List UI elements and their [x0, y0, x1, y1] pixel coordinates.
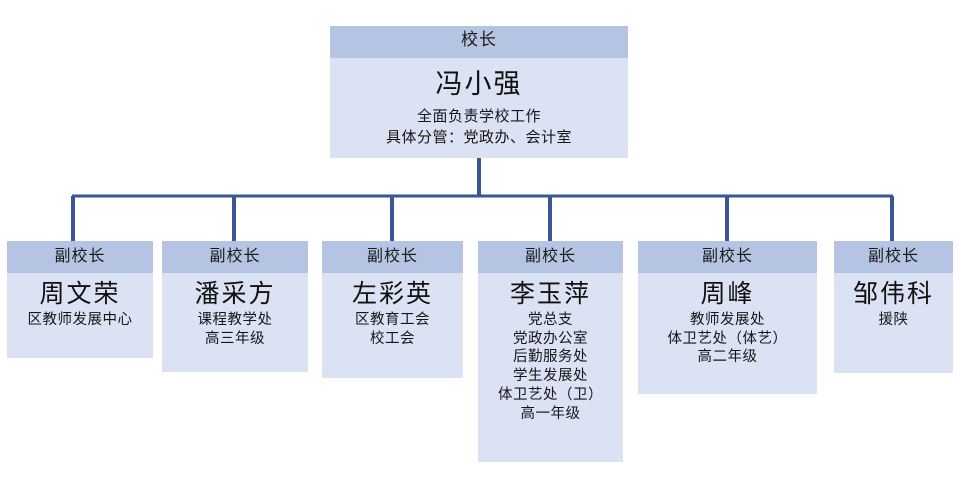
org-node-vice-principal-5[interactable]: 副校长 周峰 教师发展处 体卫艺处（体艺） 高二年级 — [638, 241, 817, 394]
node-body-vice-principal-2: 潘采方 课程教学处 高三年级 — [162, 273, 308, 372]
node-body-vice-principal-6: 邹伟科 援陕 — [834, 273, 953, 373]
org-node-vice-principal-2[interactable]: 副校长 潘采方 课程教学处 高三年级 — [162, 241, 308, 372]
node-duties-vice-principal-6: 援陕 — [878, 311, 909, 328]
node-name-vice-principal-2: 潘采方 — [194, 278, 276, 308]
node-role-vice-principal-6: 副校长 — [834, 241, 953, 273]
node-duties-vice-principal-2: 课程教学处 高三年级 — [197, 311, 273, 347]
node-duties-vice-principal-4: 党总支 党政办公室 后勤服务处 学生发展处 体卫艺处（卫） 高一年级 — [498, 311, 603, 423]
node-name-vice-principal-6: 邹伟科 — [852, 278, 934, 308]
org-node-vice-principal-3[interactable]: 副校长 左彩英 区教育工会 校工会 — [322, 241, 463, 378]
node-duties-vice-principal-5: 教师发展处 体卫艺处（体艺） 高二年级 — [667, 311, 788, 366]
org-node-vice-principal-1[interactable]: 副校长 周文荣 区教师发展中心 — [7, 241, 153, 358]
node-body-vice-principal-3: 左彩英 区教育工会 校工会 — [322, 273, 463, 378]
node-role-vice-principal-1: 副校长 — [7, 241, 153, 273]
node-duties-vice-principal-1: 区教师发展中心 — [27, 311, 133, 328]
node-role-vice-principal-2: 副校长 — [162, 241, 308, 273]
node-name-vice-principal-5: 周峰 — [700, 278, 755, 308]
node-name-principal: 冯小强 — [435, 68, 523, 100]
node-name-vice-principal-3: 左彩英 — [351, 278, 433, 308]
node-role-vice-principal-5: 副校长 — [638, 241, 817, 273]
node-name-vice-principal-4: 李玉萍 — [509, 278, 591, 308]
org-node-vice-principal-6[interactable]: 副校长 邹伟科 援陕 — [834, 241, 953, 373]
node-duties-principal: 全面负责学校工作 具体分管：党政办、会计室 — [385, 107, 572, 147]
org-node-principal[interactable]: 校长 冯小强 全面负责学校工作 具体分管：党政办、会计室 — [330, 26, 628, 158]
node-body-vice-principal-5: 周峰 教师发展处 体卫艺处（体艺） 高二年级 — [638, 273, 817, 394]
node-role-vice-principal-4: 副校长 — [478, 241, 623, 273]
node-duties-vice-principal-3: 区教育工会 校工会 — [355, 311, 430, 347]
node-name-vice-principal-1: 周文荣 — [39, 278, 121, 308]
node-body-principal: 冯小强 全面负责学校工作 具体分管：党政办、会计室 — [330, 58, 628, 158]
node-role-principal: 校长 — [330, 26, 628, 58]
node-body-vice-principal-4: 李玉萍 党总支 党政办公室 后勤服务处 学生发展处 体卫艺处（卫） 高一年级 — [478, 273, 623, 462]
node-role-vice-principal-3: 副校长 — [322, 241, 463, 273]
node-body-vice-principal-1: 周文荣 区教师发展中心 — [7, 273, 153, 358]
org-node-vice-principal-4[interactable]: 副校长 李玉萍 党总支 党政办公室 后勤服务处 学生发展处 体卫艺处（卫） 高一… — [478, 241, 623, 462]
